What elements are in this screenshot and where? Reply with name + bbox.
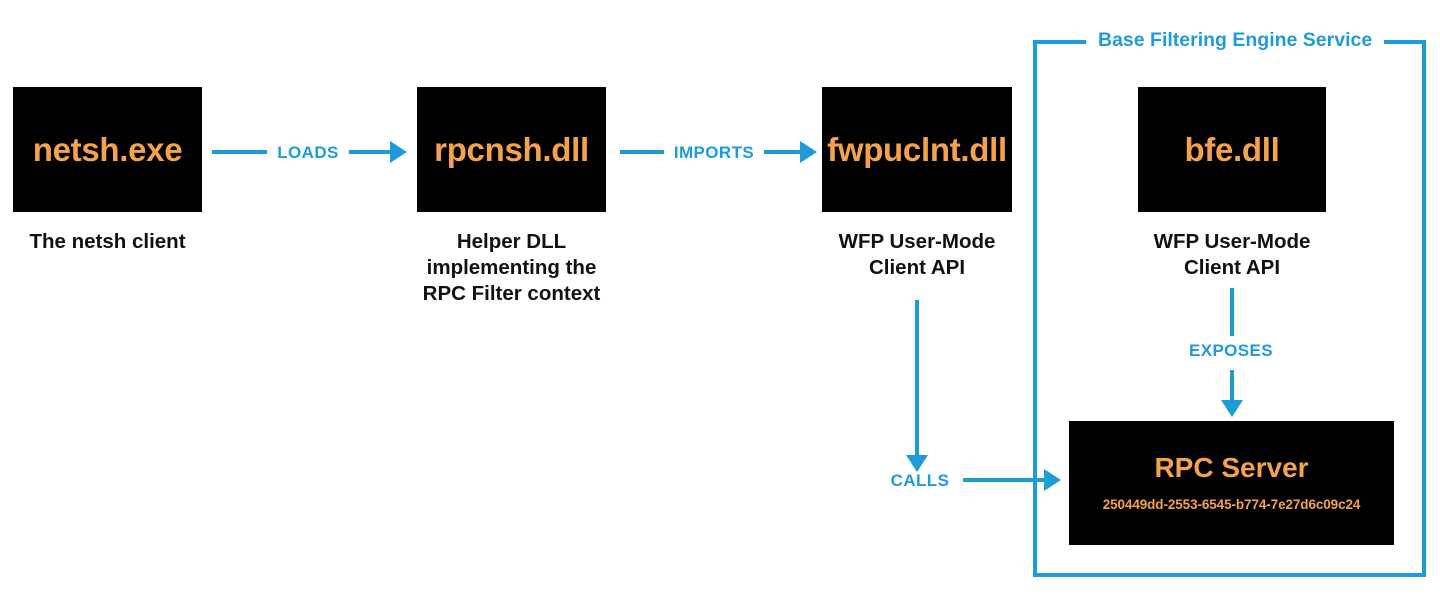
edge-imports-arrowhead-icon (800, 141, 817, 163)
edge-imports-label: IMPORTS (673, 143, 755, 162)
edge-calls-arrowhead-right-icon (1044, 469, 1061, 491)
node-fwpuclnt-dll[interactable]: fwpuclnt.dll (822, 87, 1012, 212)
edge-exposes-line-lower (1230, 370, 1234, 403)
node-rpcnsh-dll[interactable]: rpcnsh.dll (417, 87, 606, 212)
node-rpcnsh-dll-caption: Helper DLL implementing the RPC Filter c… (399, 229, 624, 307)
node-netsh-exe-caption: The netsh client (0, 229, 215, 255)
node-netsh-exe[interactable]: netsh.exe (13, 87, 202, 212)
caption-line: RPC Filter context (422, 282, 601, 305)
caption-line: WFP User-Mode (838, 230, 996, 253)
node-rpc-server[interactable]: RPC Server 250449dd-2553-6545-b774-7e27d… (1069, 421, 1394, 545)
edge-exposes-label: EXPOSES (1188, 341, 1274, 360)
node-rpc-server-guid: 250449dd-2553-6545-b774-7e27d6c09c24 (1102, 497, 1361, 513)
edge-imports-line-right (764, 150, 803, 154)
edge-loads-label: LOADS (277, 143, 339, 162)
caption-line: implementing the (426, 256, 597, 279)
edge-imports-line-left (620, 150, 664, 154)
node-bfe-dll-caption: WFP User-Mode Client API (1127, 229, 1337, 281)
edge-exposes-arrowhead-icon (1221, 400, 1243, 417)
edge-calls-horizontal-line (963, 478, 1046, 482)
edge-loads-arrowhead-icon (390, 141, 407, 163)
caption-line: Helper DLL (456, 230, 567, 253)
edge-calls-label: CALLS (890, 471, 950, 490)
caption-line: The netsh client (29, 230, 186, 253)
edge-calls-arrowhead-down-icon (906, 455, 928, 472)
node-fwpuclnt-dll-caption: WFP User-Mode Client API (812, 229, 1022, 281)
node-rpcnsh-dll-title: rpcnsh.dll (434, 131, 589, 168)
caption-line: Client API (868, 256, 966, 279)
node-bfe-dll[interactable]: bfe.dll (1138, 87, 1326, 212)
caption-line: WFP User-Mode (1153, 230, 1311, 253)
node-bfe-dll-title: bfe.dll (1184, 131, 1280, 168)
node-netsh-exe-title: netsh.exe (32, 131, 183, 168)
caption-line: Client API (1183, 256, 1281, 279)
base-filtering-engine-service-label: Base Filtering Engine Service (1086, 29, 1385, 51)
edge-calls-vertical-line (915, 300, 919, 458)
node-rpc-server-title: RPC Server (1154, 452, 1309, 484)
edge-loads-line-right (349, 150, 393, 154)
node-fwpuclnt-dll-title: fwpuclnt.dll (827, 131, 1007, 168)
edge-loads-line-left (212, 150, 267, 154)
edge-exposes-line-upper (1230, 288, 1234, 336)
